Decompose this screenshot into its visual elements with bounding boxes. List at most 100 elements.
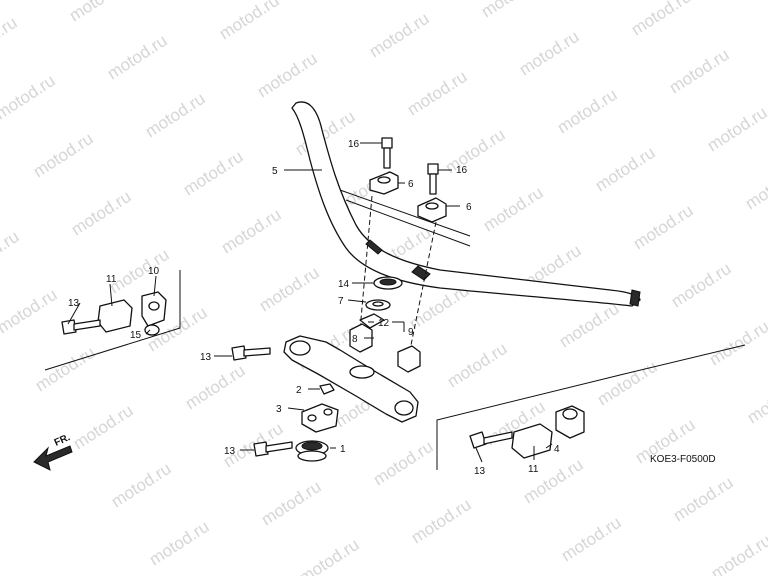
handlebar[interactable] [291, 101, 641, 307]
watermark-text: motod.ru [256, 263, 323, 315]
left-inset-nut[interactable] [144, 324, 160, 336]
callout-13-top-bridge: 13 [200, 352, 212, 363]
watermark-text: motod.ru [592, 143, 659, 195]
watermark-text: motod.ru [0, 227, 22, 279]
left-holder-bracket[interactable] [141, 291, 167, 327]
watermark-text: motod.ru [404, 67, 471, 119]
callout-11-left: 11 [106, 274, 117, 285]
washer[interactable] [365, 299, 391, 311]
watermark-text: motod.ru [108, 459, 175, 511]
right-inset-bolt[interactable] [469, 431, 513, 449]
watermark-text: motod.ru [366, 9, 433, 61]
handlebar-holder-upper-left[interactable] [369, 171, 399, 195]
watermark-text: motod.ru [706, 317, 768, 369]
watermark-text: motod.ru [32, 343, 99, 395]
watermark-text: motod.ru [182, 361, 249, 413]
watermark-text: motod.ru [216, 0, 283, 43]
callouts: 5 16 16 6 6 14 7 12 9 8 2 3 1 13 13 11 1… [68, 139, 560, 477]
watermark-text: motod.ru [328, 0, 395, 3]
callout-2: 2 [296, 385, 302, 396]
watermark-text: motod.ru [106, 245, 173, 297]
callout-7: 7 [338, 296, 344, 307]
watermark-text: motod.ru [668, 259, 735, 311]
callout-13-right-inset: 13 [474, 466, 486, 477]
watermark-text: motod.ru [66, 0, 133, 25]
watermark-text: motod.ru [70, 401, 137, 453]
callout-4: 4 [554, 444, 560, 455]
watermark-text: motod.ru [0, 71, 58, 123]
watermark-text: motod.ru [296, 535, 363, 576]
callout-14: 14 [338, 279, 350, 290]
watermark-text: motod.ru [478, 0, 545, 21]
watermark-text: motod.ru [742, 161, 768, 213]
bolt-clamp[interactable] [253, 441, 293, 457]
right-inset [469, 405, 585, 459]
callout-13-clamp: 13 [224, 446, 236, 457]
collar[interactable] [359, 313, 385, 329]
handlebar-holder-lower-right[interactable] [397, 345, 421, 373]
callout-13-left-inset: 13 [68, 298, 80, 309]
watermark-text: motod.ru [594, 357, 661, 409]
watermark-text: motod.ru [556, 299, 623, 351]
watermark-text: motod.ru [666, 45, 733, 97]
watermark-text: motod.ru [628, 0, 695, 39]
cushion-rubber[interactable] [373, 276, 403, 290]
front-direction-indicator: FR. [33, 432, 73, 471]
watermark-text: motod.ru [670, 473, 737, 525]
watermark-text: motod.ru [142, 89, 209, 141]
left-inset-frame [44, 270, 181, 371]
callout-8: 8 [352, 334, 358, 345]
clamp[interactable] [301, 403, 339, 433]
watermark-text: motod.ru [146, 517, 213, 569]
top-bridge[interactable] [283, 335, 419, 423]
watermark-text: motod.ru [520, 455, 587, 507]
handlebar-holder-lower-left[interactable] [349, 323, 373, 353]
callout-10: 10 [148, 266, 160, 277]
watermark-text: motod.ru [104, 31, 171, 83]
callout-6-left: 6 [408, 179, 414, 190]
watermark-text: motod.ru [704, 103, 768, 155]
watermark-text: motod.ru [444, 339, 511, 391]
seal[interactable] [295, 440, 329, 462]
watermark-text: motod.ru [744, 375, 768, 427]
watermark-text: motod.ru [408, 495, 475, 547]
watermark-text: motod.ru [554, 85, 621, 137]
left-inset-bolt[interactable] [61, 319, 101, 335]
watermark-text: motod.ru [180, 147, 247, 199]
holder-bolt-left[interactable] [381, 137, 393, 169]
watermark-text: motod.ru [0, 13, 20, 65]
watermark-text: motod.ru [630, 201, 697, 253]
callout-3: 3 [276, 404, 282, 415]
watermark-text: motod.ru [708, 531, 768, 576]
handlebar-holder-upper-right[interactable] [417, 197, 447, 223]
watermark-text: motod.ru [258, 477, 325, 529]
watermark-text: motod.ru [0, 285, 60, 337]
callout-5: 5 [272, 166, 278, 177]
callout-6-right: 6 [466, 202, 472, 213]
watermark-text: motod.ru [480, 183, 547, 235]
callout-16-right: 16 [456, 165, 468, 176]
watermark-text: motod.ru [254, 49, 321, 101]
holder-bolt-right[interactable] [427, 163, 439, 195]
watermark-text: motod.ru [442, 125, 509, 177]
watermark-text: motod.ru [516, 27, 583, 79]
callout-16-left: 16 [348, 139, 360, 150]
callout-15: 15 [130, 330, 142, 341]
watermark-text: motod.ru [218, 205, 285, 257]
watermark-text: motod.ru [370, 437, 437, 489]
watermark-text: motod.ru [558, 513, 625, 565]
callout-12: 12 [378, 318, 390, 329]
nut[interactable] [319, 383, 335, 395]
left-inset-plate[interactable] [97, 299, 133, 333]
callout-9: 9 [408, 327, 414, 338]
callout-11-right: 11 [528, 464, 539, 475]
right-inset-frame [436, 344, 746, 470]
watermark-text: motod.ru [30, 129, 97, 181]
right-holder-bracket[interactable] [555, 405, 585, 439]
direction-arrow-icon [33, 445, 73, 471]
leader-lines [67, 142, 553, 463]
bolt-top-bridge[interactable] [231, 345, 271, 361]
right-inset-plate[interactable] [511, 423, 553, 459]
callout-1: 1 [340, 444, 346, 455]
